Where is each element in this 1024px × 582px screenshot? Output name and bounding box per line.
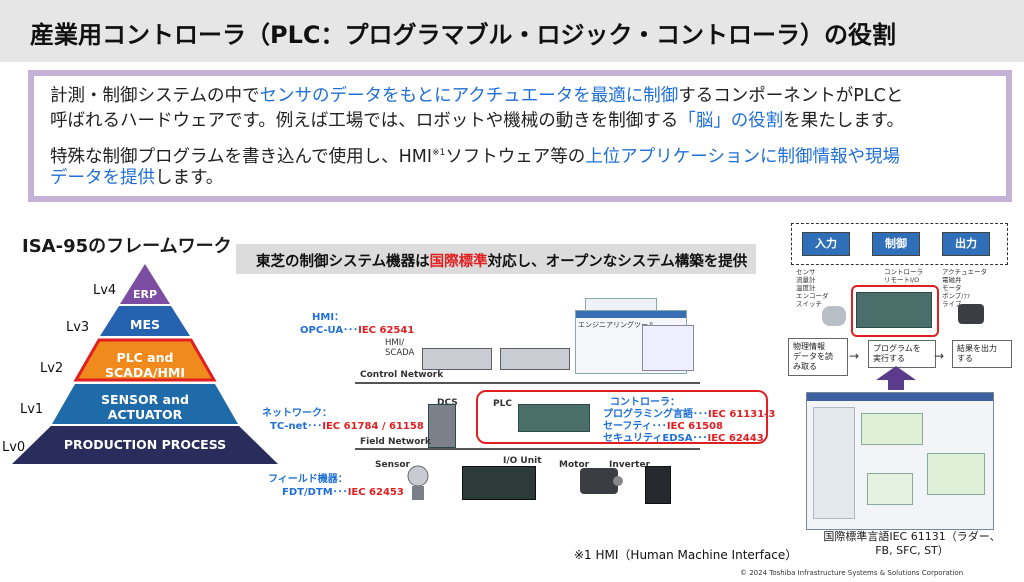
- sensor-device: [407, 465, 429, 500]
- controller-image: [856, 292, 932, 328]
- field-device-title: フィールド機器：: [268, 474, 348, 485]
- step-execute: プログラムを 実行する: [868, 340, 936, 368]
- level-0-label: Lv0: [2, 440, 26, 455]
- tier-sensor: [52, 384, 238, 424]
- step-read: 物理情報 データを読 み取る: [788, 338, 848, 376]
- inverter-label: Inverter: [609, 460, 651, 470]
- arrow-right-icon: →: [849, 349, 860, 363]
- description-panel: [34, 76, 1006, 196]
- control-network-line: [355, 382, 700, 384]
- hmi-monitor-1: [422, 348, 492, 370]
- standards-banner: [236, 244, 756, 274]
- ladder-editor-screenshot: [806, 392, 994, 530]
- motor-device: [580, 468, 623, 494]
- plc-device: [518, 404, 590, 432]
- hmi-footnote: ※1 HMI（Human Machine Interface）: [574, 548, 798, 562]
- field-network-line: [355, 448, 700, 450]
- banner-text: 東芝の制御システム機器は国際標準対応し、オープンなシステム構築を提供: [256, 254, 748, 270]
- tier-production: [12, 426, 278, 464]
- tier-plc: [73, 338, 217, 382]
- description-line-3: 特殊な制御プログラムを書き込んで使用し、HMI※1ソフトウェア等の上位アプリケー…: [50, 146, 900, 167]
- tier-erp-label: ERP: [132, 288, 158, 301]
- page-title: 産業用コントローラ（PLC：プログラマブル・ロジック・コントローラ）の役割: [30, 21, 897, 49]
- level-2-label: Lv2: [40, 361, 64, 376]
- level-3-label: Lv3: [66, 320, 90, 335]
- sensor-types: センサ 流量計 温度計 エンコーダ スイッチ: [796, 268, 829, 308]
- software-screenshot-2: [642, 325, 694, 371]
- network-title: ネットワーク：: [262, 408, 332, 419]
- level-4-label: Lv4: [93, 283, 117, 298]
- controller-types: コントローラ リモートI/O: [884, 268, 923, 284]
- isa95-pyramid: [12, 264, 278, 464]
- step-output: 結果を出力 する: [952, 340, 1012, 368]
- description-line-1: 計測・制御システムの中でセンサのデータをもとにアクチュエータを最適に制御するコン…: [50, 86, 904, 106]
- copyright: © 2024 Toshiba Infrastructure Systems & …: [740, 569, 964, 577]
- io-unit-label: I/O Unit: [503, 456, 542, 466]
- actuator-image: [958, 304, 984, 324]
- sensor-label: Sensor: [375, 460, 410, 470]
- actuator-types: アクチュエータ 電磁弁 モータ ポンプ/ﾌｧ ライブ: [942, 268, 988, 308]
- dcs-device: [428, 404, 456, 448]
- network-standard: TC-net･･･IEC 61784 / 61158: [270, 421, 424, 432]
- sensor-image: [822, 306, 846, 326]
- framework-title: ISA-95のフレームワーク: [22, 236, 232, 257]
- inverter-device: [645, 466, 671, 504]
- hmi-monitor-2: [500, 348, 570, 370]
- tier-mes-label: MES: [130, 317, 160, 332]
- output-box: 出力: [942, 232, 990, 256]
- plc-label: PLC: [493, 399, 512, 409]
- tier-erp: [120, 264, 170, 304]
- input-box: 入力: [802, 232, 850, 256]
- controller-security-std: セキュリティEDSA･･･IEC 62443: [603, 433, 764, 444]
- tier-mes: [100, 306, 190, 336]
- control-network-label: Control Network: [360, 370, 444, 380]
- field-device-standard: FDT/DTM･･･IEC 62453: [282, 487, 404, 498]
- hmi-title: HMI：: [312, 312, 345, 323]
- hmi-scada-label: HMI/ SCADA: [385, 338, 415, 358]
- controller-language-std: プログラミング言語･･･IEC 61131-3: [603, 409, 776, 420]
- title-bar: [0, 0, 1024, 62]
- up-arrow-icon: [876, 366, 916, 390]
- tier-plc-label: PLC and SCADA/HMI: [104, 350, 186, 380]
- level-1-label: Lv1: [20, 402, 44, 417]
- dcs-label: DCS: [437, 398, 458, 408]
- description-line-4: データを提供します。: [50, 168, 224, 188]
- controller-title: コントローラ：: [610, 397, 680, 408]
- ladder-caption: 国際標準言語IEC 61131（ラダー、 FB, SFC, ST）: [823, 530, 1001, 557]
- io-unit-device: [462, 466, 536, 500]
- description-line-2: 呼ばれるハードウェアです。例えば工場では、ロボットや機械の動きを制御する「脳」の…: [50, 111, 904, 131]
- controller-highlight-box: [851, 285, 939, 337]
- tier-sensor-label: SENSOR and ACTUATOR: [101, 392, 189, 422]
- arrow-right-icon-2: →: [934, 349, 945, 363]
- engineering-tool-label: エンジニアリングツール: [578, 321, 655, 329]
- control-box: 制御: [872, 232, 920, 256]
- plc-highlight-box: [476, 390, 768, 444]
- motor-label: Motor: [559, 460, 590, 470]
- controller-safety-std: セーフティ･･･IEC 61508: [603, 421, 723, 432]
- hmi-standard: OPC-UA･･･IEC 62541: [300, 325, 415, 336]
- tier-production-label: PRODUCTION PROCESS: [63, 437, 227, 452]
- io-flow-frame: [791, 223, 1008, 265]
- field-network-label: Field Network: [360, 437, 431, 447]
